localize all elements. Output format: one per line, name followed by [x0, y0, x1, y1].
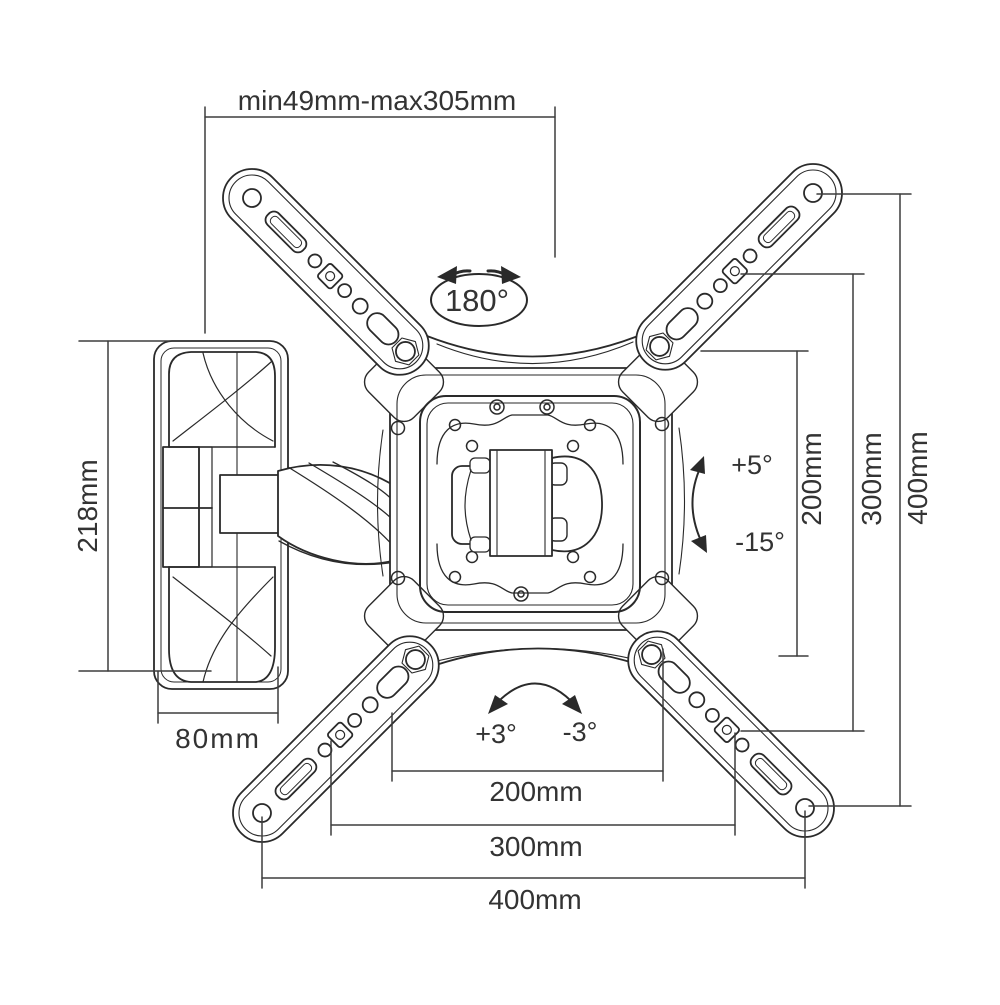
- dimension-bottom-400: [261, 810, 806, 889]
- swivel-arrow-right: [562, 695, 582, 714]
- right-300-label: 300mm: [856, 432, 887, 525]
- rotation-arrow-left: [437, 266, 457, 284]
- dimension-bottom-200: [391, 648, 664, 782]
- rotation-180-label: 180°: [445, 283, 509, 318]
- wall-plate-width-label: 80mm: [175, 723, 261, 754]
- bottom-200-label: 200mm: [489, 776, 582, 807]
- dimension-right-300: [740, 273, 865, 732]
- swivel-right-label: -3°: [563, 717, 598, 747]
- wall-plate-top-wing: [168, 351, 276, 448]
- vesa-inner-contour: [436, 414, 624, 594]
- rotation-ellipse: [430, 273, 528, 327]
- tilt-arrow-down: [691, 535, 707, 553]
- dimension-right-200: [700, 350, 809, 657]
- articulating-arm: [219, 461, 397, 566]
- wall-plate-height-label: 218mm: [72, 459, 103, 552]
- right-200-label: 200mm: [796, 432, 827, 525]
- tilt-arrow-up: [690, 456, 705, 474]
- tilt-up-label: +5°: [731, 450, 773, 480]
- tilt-arc: [691, 465, 704, 546]
- tilt-down-label: -15°: [735, 527, 785, 557]
- bottom-400-label: 400mm: [488, 884, 581, 915]
- vesa-screw-holes: [390, 399, 670, 602]
- tilt-mechanism: [451, 449, 603, 557]
- vesa-plate-bridges: [376, 333, 686, 669]
- right-400-label: 400mm: [902, 431, 933, 524]
- bottom-300-label: 300mm: [489, 831, 582, 862]
- extension-range-label: min49mm-max305mm: [238, 85, 517, 116]
- dimension-right-400: [808, 193, 912, 807]
- vesa-plate: [363, 333, 699, 669]
- wall-plate-middle: [162, 446, 276, 568]
- swivel-left-label: +3°: [475, 719, 517, 749]
- dimension-wall-plate-height: [78, 340, 212, 672]
- tilt-indicator: [690, 456, 707, 553]
- swivel-arc: [493, 682, 577, 707]
- swivel-indicator: [488, 682, 582, 714]
- swivel-arrow-left: [488, 695, 508, 714]
- rotation-arrow-right: [501, 266, 521, 284]
- dimension-extension-range: [204, 106, 556, 334]
- wall-plate-bottom-wing: [168, 566, 276, 683]
- dimension-bottom-300: [330, 732, 736, 836]
- dimension-wall-plate-width: [157, 666, 279, 724]
- rotation-180-indicator: [430, 266, 528, 327]
